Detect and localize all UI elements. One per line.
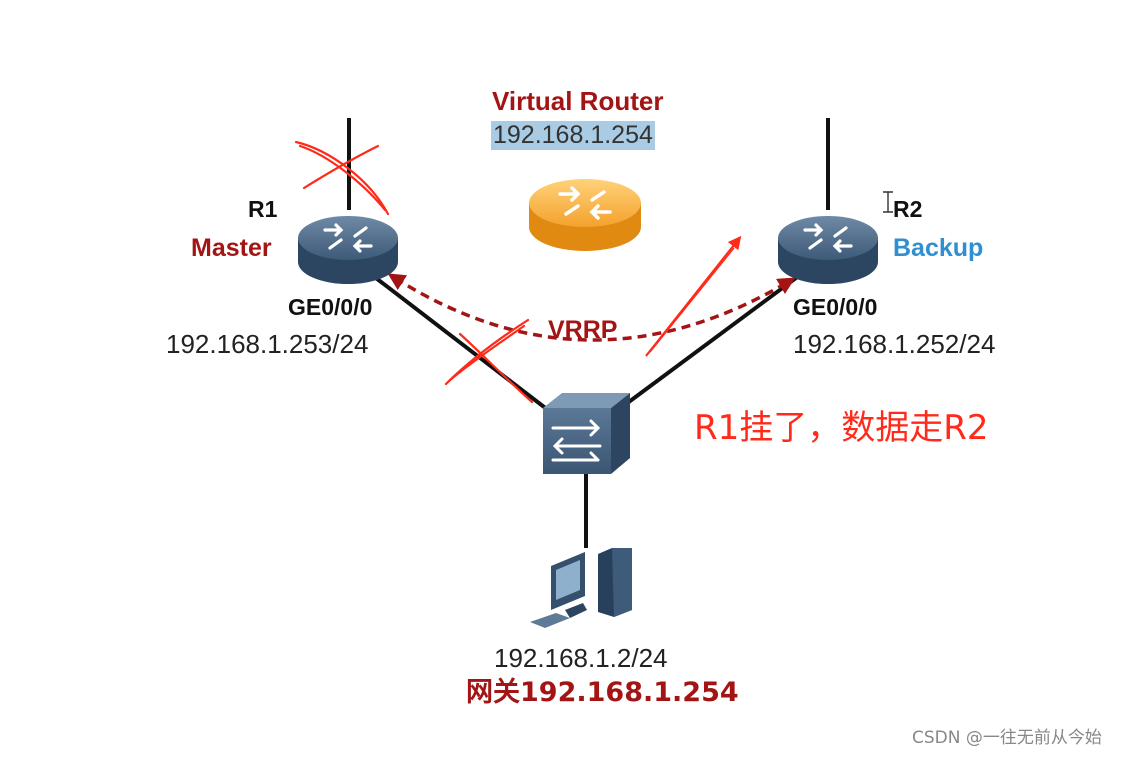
pc-gateway: 网关192.168.1.254 [466,677,739,708]
watermark: CSDN @一往无前从今始 [912,728,1102,748]
r2-role: Backup [893,234,984,262]
virtual-router-title: Virtual Router [492,86,664,116]
cross-mark-icon [294,140,390,216]
r2-ip: 192.168.1.252/24 [793,329,996,359]
virtual-router-icon [529,179,641,251]
router-icon [298,216,398,284]
r1-name: R1 [248,196,278,222]
r1-ip: 192.168.1.253/24 [166,329,369,359]
link-r1-switch [370,273,550,412]
pc-ip: 192.168.1.2/24 [494,643,668,673]
pc-icon [530,548,632,628]
router-icon [778,216,878,284]
text-cursor-icon [883,191,893,213]
cross-mark-icon [444,318,534,404]
r2-interface: GE0/0/0 [793,294,878,320]
r2-name: R2 [893,196,923,222]
r1-interface: GE0/0/0 [288,294,373,320]
vrrp-label: VRRP [548,316,618,344]
r1-role: Master [191,234,272,262]
failover-annotation: R1挂了，数据走R2 [694,408,989,448]
link-r2-switch [616,273,802,412]
virtual-router-ip: 192.168.1.254 [491,121,655,150]
switch-icon [543,393,630,474]
failover-arrow [645,235,742,357]
